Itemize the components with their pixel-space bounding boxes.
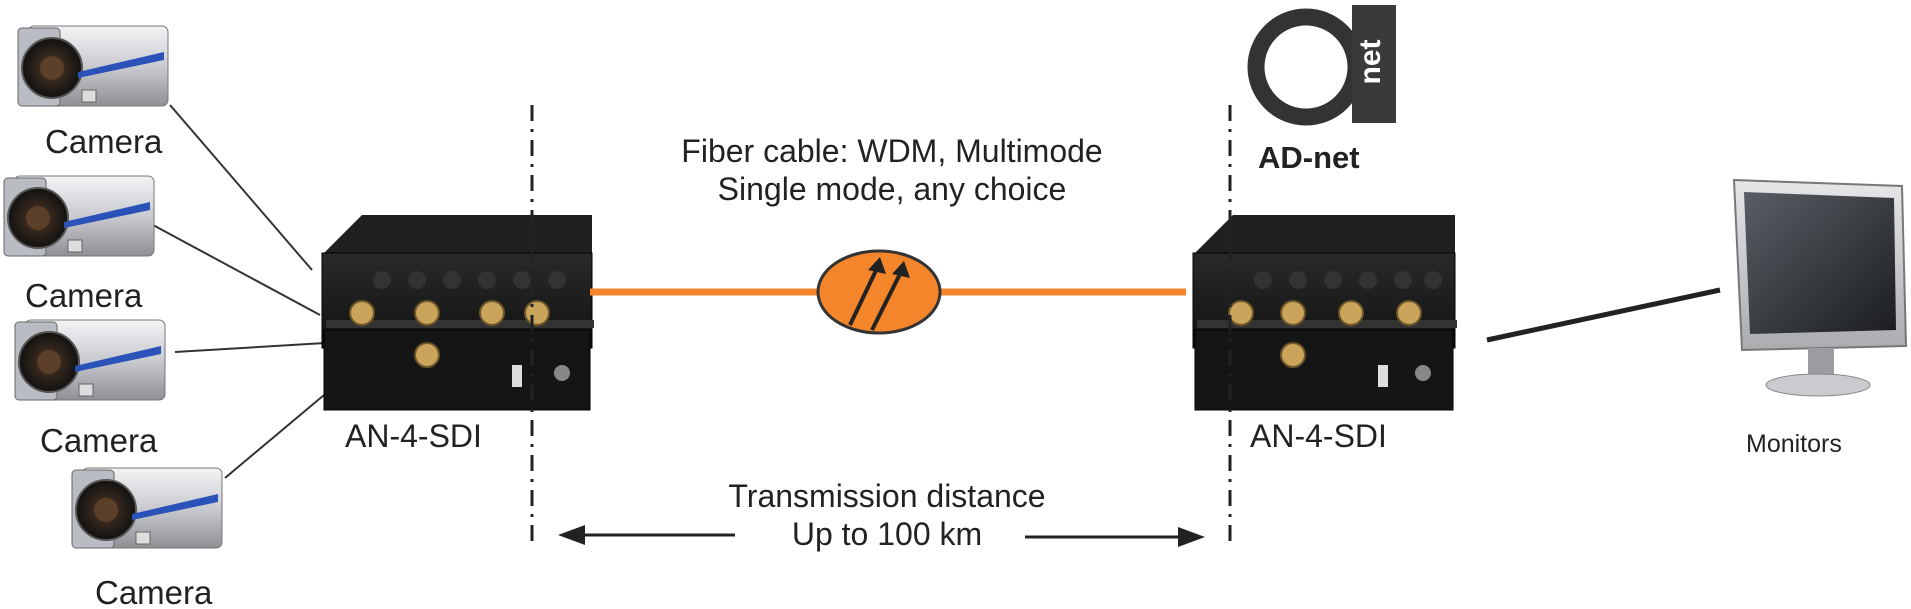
camera-4-label: Camera xyxy=(95,574,213,609)
distance-arrow-right xyxy=(1025,527,1205,547)
device-left-label: AN-4-SDI xyxy=(345,418,482,454)
camera-3 xyxy=(14,319,166,401)
fiber-link-icon xyxy=(816,249,942,335)
camera-cables xyxy=(152,104,331,479)
distance-label-line1: Transmission distance xyxy=(728,478,1045,514)
camera-3-label: Camera xyxy=(40,422,158,459)
logo-brand-text: AD-net xyxy=(1258,140,1360,175)
monitor-label: Monitors xyxy=(1746,430,1842,458)
camera-4 xyxy=(71,467,223,549)
camera-1 xyxy=(17,25,169,107)
monitor xyxy=(1732,178,1908,397)
device-right xyxy=(1192,215,1457,411)
camera-2-label: Camera xyxy=(25,277,143,314)
fiber-label-line1: Fiber cable: WDM, Multimode xyxy=(681,133,1102,169)
camera-1-label: Camera xyxy=(45,123,163,160)
monitor-cable xyxy=(1486,287,1721,343)
ad-net-logo: net AD-net xyxy=(1247,5,1396,175)
distance-label-line2: Up to 100 km xyxy=(792,516,982,552)
device-right-label: AN-4-SDI xyxy=(1250,418,1387,454)
camera-2 xyxy=(3,175,155,257)
distance-arrow-left xyxy=(558,525,735,545)
logo-mark-text: net xyxy=(1354,39,1387,84)
device-left xyxy=(321,215,594,411)
fiber-label-line2: Single mode, any choice xyxy=(718,171,1067,207)
